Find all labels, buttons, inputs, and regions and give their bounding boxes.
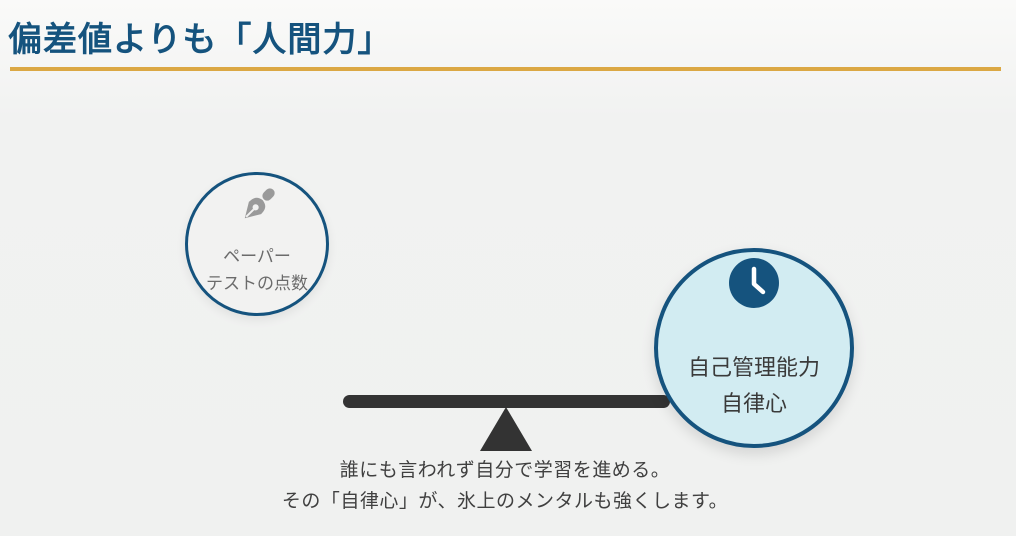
paper-test-label-line2: テストの点数 xyxy=(206,274,308,293)
self-management-label: 自己管理能力 自律心 xyxy=(688,350,820,422)
caption-line2: その「自律心」が、氷上のメンタルも強くします。 xyxy=(281,491,729,512)
self-management-circle: 自己管理能力 自律心 xyxy=(654,248,854,448)
self-management-label-line1: 自己管理能力 xyxy=(687,355,820,380)
seesaw-fulcrum xyxy=(480,407,532,451)
pen-nib-icon xyxy=(234,183,280,229)
caption: 誰にも言われず自分で学習を進める。 その「自律心」が、氷上のメンタルも強くします… xyxy=(150,455,860,517)
self-management-label-line2: 自律心 xyxy=(720,391,787,416)
title-divider xyxy=(10,67,1001,71)
clock-icon xyxy=(729,258,779,308)
paper-test-label: ペーパー テストの点数 xyxy=(206,243,308,297)
paper-test-label-line1: ペーパー xyxy=(223,247,291,266)
seesaw-bar xyxy=(343,395,670,408)
paper-test-circle: ペーパー テストの点数 xyxy=(185,172,329,316)
page-title: 偏差値よりも「人間力」 xyxy=(8,21,393,59)
caption-line1: 誰にも言われず自分で学習を進める。 xyxy=(339,460,671,481)
